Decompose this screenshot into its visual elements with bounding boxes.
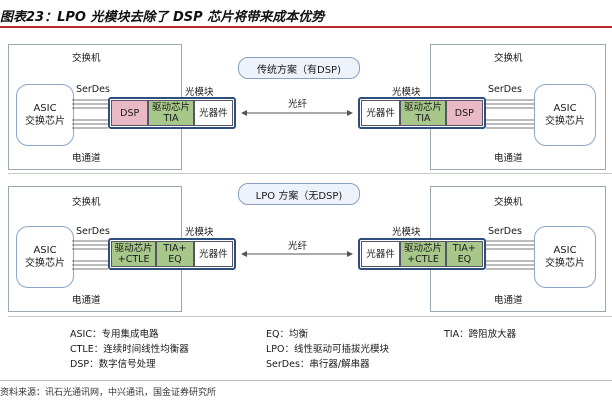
bottom-right-optical-module: 光器件 驱动芯片+CTLE TIA+EQ bbox=[358, 238, 486, 270]
bottom-left-channel-label: 电通道 bbox=[72, 295, 101, 306]
bottom-scheme-label: LPO 方案（无DSP) bbox=[238, 183, 360, 205]
optical-device: 光器件 bbox=[361, 241, 401, 267]
bottom-left-serdes-label: SerDes bbox=[76, 226, 110, 237]
figure-title: 图表23：LPO 光模块去除了 DSP 芯片将带来成本优势 bbox=[0, 10, 325, 25]
dsp-chip: DSP bbox=[111, 100, 149, 126]
legend-eq: EQ：均衡 bbox=[266, 329, 308, 340]
bottom-left-module-label: 光模块 bbox=[185, 227, 214, 238]
top-left-channel-label: 电通道 bbox=[72, 153, 101, 164]
top-scheme-label: 传统方案（有DSP) bbox=[238, 57, 360, 79]
bottom-fiber-label: 光纤 bbox=[288, 241, 308, 252]
bottom-right-channel-label: 电通道 bbox=[494, 295, 523, 306]
asic-sublabel: 交换芯片 bbox=[545, 116, 585, 127]
title-rule bbox=[0, 26, 612, 28]
bottom-right-asic: ASIC 交换芯片 bbox=[534, 226, 596, 288]
section-divider bbox=[8, 173, 612, 174]
top-right-switch-label: 交换机 bbox=[494, 53, 523, 64]
footer-rule bbox=[0, 380, 612, 381]
legend-dsp: DSP：数字信号处理 bbox=[70, 359, 156, 370]
asic-label: ASIC bbox=[33, 245, 57, 256]
legend-ctle: CTLE：连续时间线性均衡器 bbox=[70, 344, 189, 355]
legend-asic: ASIC：专用集成电路 bbox=[70, 329, 159, 340]
top-right-module-label: 光模块 bbox=[392, 87, 421, 98]
top-fiber-label: 光纤 bbox=[288, 99, 308, 110]
bottom-right-module-label: 光模块 bbox=[392, 227, 421, 238]
dsp-chip: DSP bbox=[445, 100, 483, 126]
bottom-right-switch-label: 交换机 bbox=[494, 197, 523, 208]
top-right-asic: ASIC 交换芯片 bbox=[534, 84, 596, 146]
tia-eq-chip: TIA+EQ bbox=[156, 241, 194, 267]
asic-label: ASIC bbox=[33, 103, 57, 114]
asic-label: ASIC bbox=[553, 245, 577, 256]
bottom-left-switch-label: 交换机 bbox=[72, 197, 101, 208]
asic-sublabel: 交换芯片 bbox=[545, 258, 585, 269]
legend-divider bbox=[8, 316, 612, 317]
asic-label: ASIC bbox=[553, 103, 577, 114]
optical-device: 光器件 bbox=[361, 100, 401, 126]
top-left-asic: ASIC 交换芯片 bbox=[16, 84, 74, 146]
legend-tia: TIA：跨阻放大器 bbox=[444, 329, 517, 340]
optical-device: 光器件 bbox=[193, 100, 233, 126]
legend-lpo: LPO：线性驱动可插拔光模块 bbox=[266, 344, 389, 355]
optical-device: 光器件 bbox=[193, 241, 233, 267]
driver-chip: 驱动芯片+CTLE bbox=[400, 241, 446, 267]
tia-eq-chip: TIA+EQ bbox=[445, 241, 483, 267]
driver-chip: 驱动芯片+CTLE bbox=[111, 241, 157, 267]
bottom-left-asic: ASIC 交换芯片 bbox=[16, 226, 74, 288]
top-left-serdes-label: SerDes bbox=[76, 84, 110, 95]
legend-serdes: SerDes：串行器/解串器 bbox=[266, 359, 370, 370]
bottom-right-serdes-label: SerDes bbox=[488, 226, 522, 237]
source-note: 资料来源：讯石光通讯网，中兴通讯，国金证券研究所 bbox=[0, 388, 217, 398]
bottom-left-optical-module: 驱动芯片+CTLE TIA+EQ 光器件 bbox=[108, 238, 236, 270]
asic-sublabel: 交换芯片 bbox=[25, 258, 65, 269]
top-left-module-label: 光模块 bbox=[185, 87, 214, 98]
top-right-serdes-label: SerDes bbox=[488, 84, 522, 95]
asic-sublabel: 交换芯片 bbox=[25, 116, 65, 127]
top-right-channel-label: 电通道 bbox=[494, 153, 523, 164]
top-left-switch-label: 交换机 bbox=[72, 53, 101, 64]
